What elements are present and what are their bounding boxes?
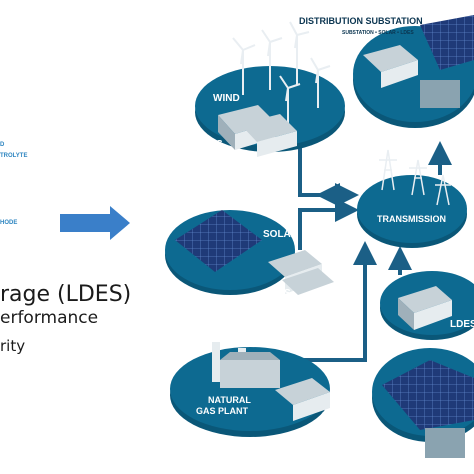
flow-arrow-icon bbox=[298, 198, 359, 250]
gas-plant-icon bbox=[212, 342, 280, 388]
gas-ldes-label: LDES bbox=[322, 411, 349, 422]
substation-equipment-icon bbox=[420, 80, 460, 108]
security-line-partial: rity bbox=[0, 337, 26, 355]
partial-label-electrolyte-top: D bbox=[0, 142, 5, 148]
bottom-right-island bbox=[372, 348, 474, 458]
wind-turbine-icon bbox=[232, 21, 331, 125]
solar-island bbox=[165, 210, 334, 295]
distribution-substation-island bbox=[353, 15, 474, 128]
wind-island bbox=[195, 21, 345, 157]
battery-container-icon bbox=[268, 250, 334, 295]
wind-label: WIND bbox=[213, 93, 240, 104]
transmission-island bbox=[357, 149, 467, 248]
battery-container-icon bbox=[363, 45, 418, 88]
partial-label-cathode: HODE bbox=[0, 220, 18, 226]
battery-container-icon bbox=[398, 286, 452, 330]
transmission-tower-icon bbox=[379, 149, 451, 206]
transmission-label: TRANSMISSION bbox=[377, 214, 446, 224]
distribution-substation-title: DISTRIBUTION SUBSTATION bbox=[299, 16, 423, 26]
solar-panel-icon bbox=[382, 360, 474, 430]
gas-plant-label-line2: GAS PLANT bbox=[196, 406, 249, 416]
solar-panel-icon bbox=[420, 15, 474, 70]
gas-plant-label-line1: NATURAL bbox=[208, 395, 251, 405]
wind-ldes-label: LDES bbox=[196, 139, 223, 150]
performance-line-partial: erformance bbox=[0, 308, 99, 328]
battery-container-icon bbox=[218, 105, 297, 157]
solar-label: SOLAR bbox=[263, 229, 299, 240]
gas-plant-island bbox=[170, 342, 330, 437]
battery-container-icon bbox=[275, 378, 330, 421]
distribution-substation-subtitle: SUBSTATION • SOLAR • LDES bbox=[342, 30, 414, 36]
substation-equipment-icon bbox=[425, 428, 465, 458]
solar-ldes-label: LDES bbox=[264, 288, 291, 299]
right-ldes-label: LDES bbox=[450, 319, 474, 330]
solar-panel-icon bbox=[175, 210, 262, 272]
ldes-heading-partial: rage (LDES) bbox=[0, 282, 132, 307]
partial-label-electrolyte: TROLYTE bbox=[0, 153, 28, 159]
right-ldes-island bbox=[380, 271, 474, 340]
big-right-arrow-icon bbox=[60, 206, 130, 240]
